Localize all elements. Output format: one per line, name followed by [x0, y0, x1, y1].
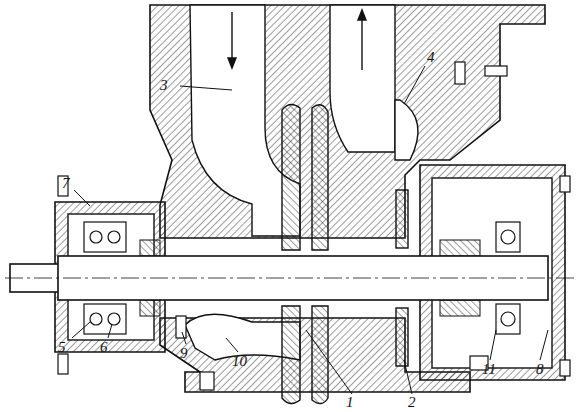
discharge-channel [330, 5, 395, 152]
callout-number: 7 [62, 176, 70, 191]
callout-number: 6 [100, 340, 108, 355]
leader-lines [72, 66, 548, 394]
callout-number: 11 [482, 362, 496, 377]
impeller [282, 104, 328, 403]
flow-arrows [228, 10, 366, 70]
shaft [5, 256, 575, 300]
callout-number: 8 [536, 362, 544, 377]
callout-number: 3 [160, 78, 168, 93]
callout-number: 1 [346, 395, 354, 410]
callout-number: 10 [232, 354, 247, 369]
callout-number: 2 [408, 395, 416, 410]
callout-number: 5 [58, 340, 66, 355]
callout-number: 4 [427, 50, 435, 65]
callout-number: 9 [180, 346, 188, 361]
